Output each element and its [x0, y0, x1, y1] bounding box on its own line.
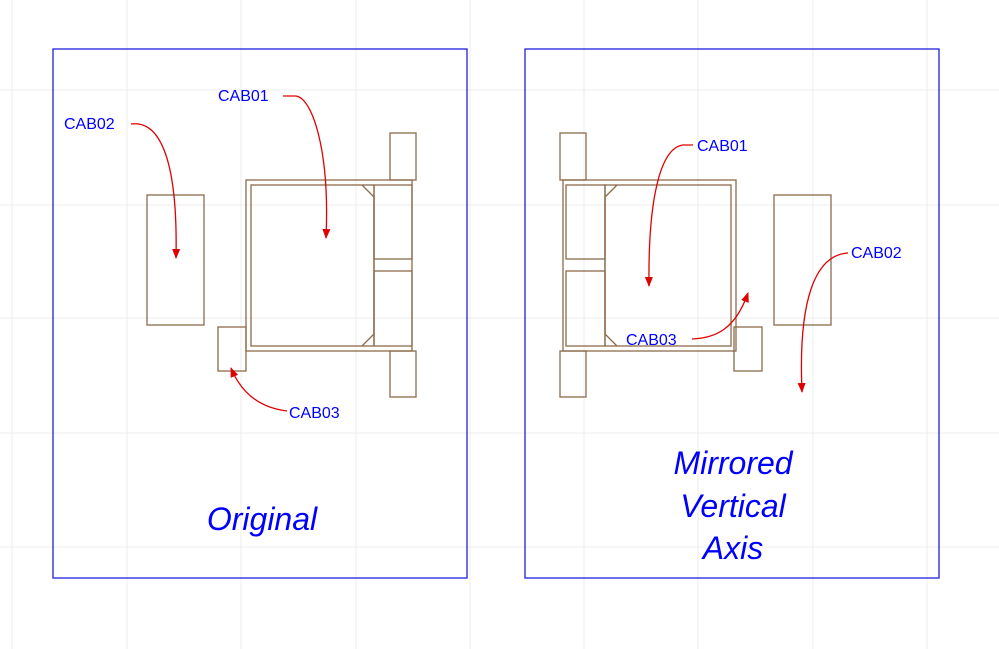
post-top [389, 132, 417, 181]
panel-original-title: Original [207, 501, 318, 537]
mirrored-cab03-label: CAB03 [626, 332, 677, 349]
mirrored-cab02-label: CAB02 [851, 245, 902, 262]
panel-mirrored-title-line-3: Axis [701, 530, 763, 566]
mirrored-cab01-label: CAB01 [697, 138, 748, 155]
mirrored-post-bottom [559, 350, 587, 398]
panel-mirrored: CAB01 CAB02 CAB03 Mirrored Vertical Axis [524, 48, 940, 579]
panel-original: CAB01 CAB02 CAB03 Original [52, 48, 468, 579]
mirrored-cab01-cabinet [562, 179, 737, 352]
panel-original-frame [52, 48, 468, 579]
cab02-leader [130, 123, 181, 259]
panel-mirrored-title-line-2: Vertical [680, 488, 786, 524]
mirrored-cab03-cabinet [733, 326, 763, 372]
mirrored-cab02-leader [797, 252, 849, 393]
mirrored-cab02-cabinet [773, 194, 832, 326]
cab03-cabinet [217, 326, 247, 372]
cab02-cabinet [146, 194, 205, 326]
cab01-label: CAB01 [218, 88, 269, 105]
cab01-cabinet [245, 179, 413, 352]
mirrored-post-top [559, 132, 587, 181]
post-bottom [389, 350, 417, 398]
mirrored-cab03-leader [691, 292, 749, 340]
panel-mirrored-title-line-1: Mirrored [673, 445, 793, 481]
cab03-label: CAB03 [289, 405, 340, 422]
mirrored-cab01-leader [644, 144, 693, 287]
cab01-leader [283, 95, 331, 239]
cab02-label: CAB02 [64, 116, 115, 133]
cab03-leader [230, 367, 288, 412]
panel-mirrored-frame [524, 48, 940, 579]
